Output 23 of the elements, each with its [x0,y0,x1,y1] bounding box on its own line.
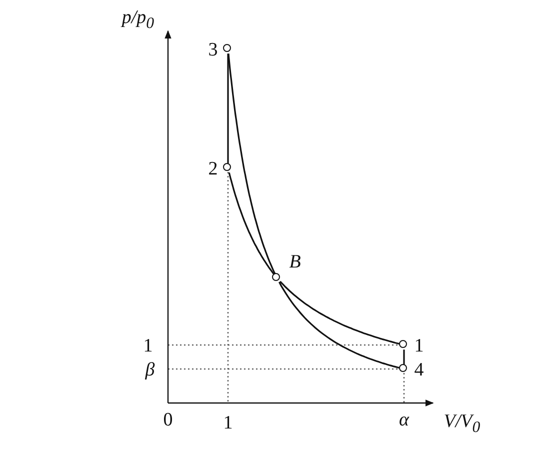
point-label: 1 [414,336,424,356]
axis-label: p/p$_{0}$ [122,8,154,32]
cycle-curve [228,172,275,275]
axis-label: V/V$_{0}$ [444,412,480,436]
state-point [399,340,408,348]
state-point [223,44,232,52]
cycle-curve [403,350,405,364]
tick-label: β [145,360,155,380]
tick-label: 0 [163,410,173,430]
point-label: B [289,252,301,272]
cycle-curve [278,282,400,369]
cycle-curve [280,280,400,345]
state-point [272,273,280,282]
state-point [223,163,232,172]
tick-label: 1 [223,414,233,432]
point-label: 4 [414,360,424,380]
point-label: 2 [208,160,218,178]
state-point [399,364,408,372]
cycle-curve [227,54,229,164]
cycle-curve [228,54,276,274]
tick-label: 1 [143,336,153,356]
tick-label: α [399,410,409,430]
point-label: 3 [208,40,218,60]
